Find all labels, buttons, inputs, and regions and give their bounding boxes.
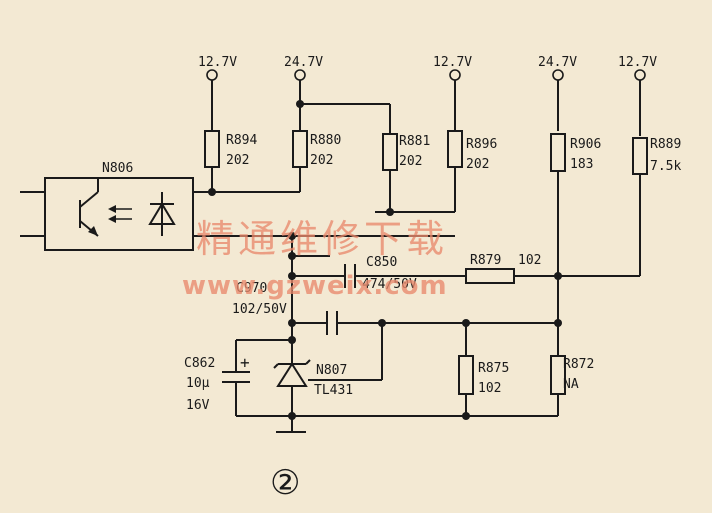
r889-ref-label: R889 — [650, 137, 681, 152]
n806-box — [44, 177, 194, 251]
junction-dots — [208, 100, 562, 420]
labels: 12.7V 24.7V 12.7V 24.7V 12.7V N806 R894 … — [102, 55, 681, 503]
n807-part-label: TL431 — [314, 383, 353, 398]
r889-supply-label: 12.7V — [618, 55, 657, 70]
n806-optocoupler-internals — [79, 178, 176, 237]
n807-ref-label: N807 — [316, 363, 347, 378]
resistor-r896 — [447, 130, 463, 168]
light-arrow-icon — [108, 205, 116, 213]
terminal-r894-supply — [206, 69, 218, 81]
r875-value-label: 102 — [478, 381, 501, 396]
watermark: 精通维修下载 www.gzweix.com — [182, 217, 448, 301]
c850-value-label: 474/50V — [362, 277, 417, 292]
r880-ref-label: R880 — [310, 133, 341, 148]
terminal-r906-supply — [552, 69, 564, 81]
r881-ref-label: R881 — [399, 134, 430, 149]
resistor-r880 — [292, 130, 308, 168]
resistor-r881 — [382, 133, 398, 171]
led-diode-icon — [148, 202, 176, 225]
c970-value-label: 102/50V — [232, 302, 287, 317]
terminal-r880-supply — [294, 69, 306, 81]
r880-value-label: 202 — [310, 153, 333, 168]
phototransistor-arrow-icon — [88, 226, 98, 236]
r889-value-label: 7.5k — [650, 159, 681, 174]
resistor-r889 — [632, 137, 648, 175]
wires — [20, 80, 641, 433]
r906-supply-label: 24.7V — [538, 55, 577, 70]
terminal-r889-supply — [634, 69, 646, 81]
r906-value-label: 183 — [570, 157, 593, 172]
r906-ref-label: R906 — [570, 137, 601, 152]
r894-value-label: 202 — [226, 153, 249, 168]
c862-ref-label: C862 — [184, 356, 215, 371]
r896-supply-label: 12.7V — [433, 55, 472, 70]
c862-polarity-label: + — [240, 353, 250, 372]
c970-ref-label: C970 — [236, 281, 267, 296]
c862-value-label: 10μ — [186, 376, 210, 391]
figure-number: ② — [270, 463, 300, 503]
r896-ref-label: R896 — [466, 137, 497, 152]
n806-ref-label: N806 — [102, 161, 133, 176]
light-arrow-icon — [108, 215, 116, 223]
tl431-body-icon — [276, 362, 308, 387]
r880-supply-label: 24.7V — [284, 55, 323, 70]
r872-ref-label: R872 — [563, 357, 594, 372]
c850-ref-label: C850 — [366, 255, 397, 270]
r896-value-label: 202 — [466, 157, 489, 172]
r894-ref-label: R894 — [226, 133, 257, 148]
r875-ref-label: R875 — [478, 361, 509, 376]
watermark-url: www.gzweix.com — [182, 271, 448, 301]
r881-value-label: 202 — [399, 154, 422, 169]
resistors — [204, 130, 648, 395]
resistor-r875 — [458, 355, 474, 395]
r879-ref-label: R879 — [470, 253, 501, 268]
n807-tl431-shunt — [273, 356, 311, 396]
terminal-r896-supply — [449, 69, 461, 81]
r894-supply-label: 12.7V — [198, 55, 237, 70]
resistor-r879 — [465, 268, 515, 284]
capacitors — [222, 264, 356, 383]
resistor-r906 — [550, 133, 566, 172]
resistor-r872 — [550, 355, 566, 395]
resistor-r894 — [204, 130, 220, 168]
supply-terminals — [206, 69, 646, 81]
r879-value-label: 102 — [518, 253, 541, 268]
c862-voltage-label: 16V — [186, 398, 210, 413]
watermark-chinese: 精通维修下载 — [196, 217, 448, 261]
r872-value-label: NA — [563, 377, 579, 392]
